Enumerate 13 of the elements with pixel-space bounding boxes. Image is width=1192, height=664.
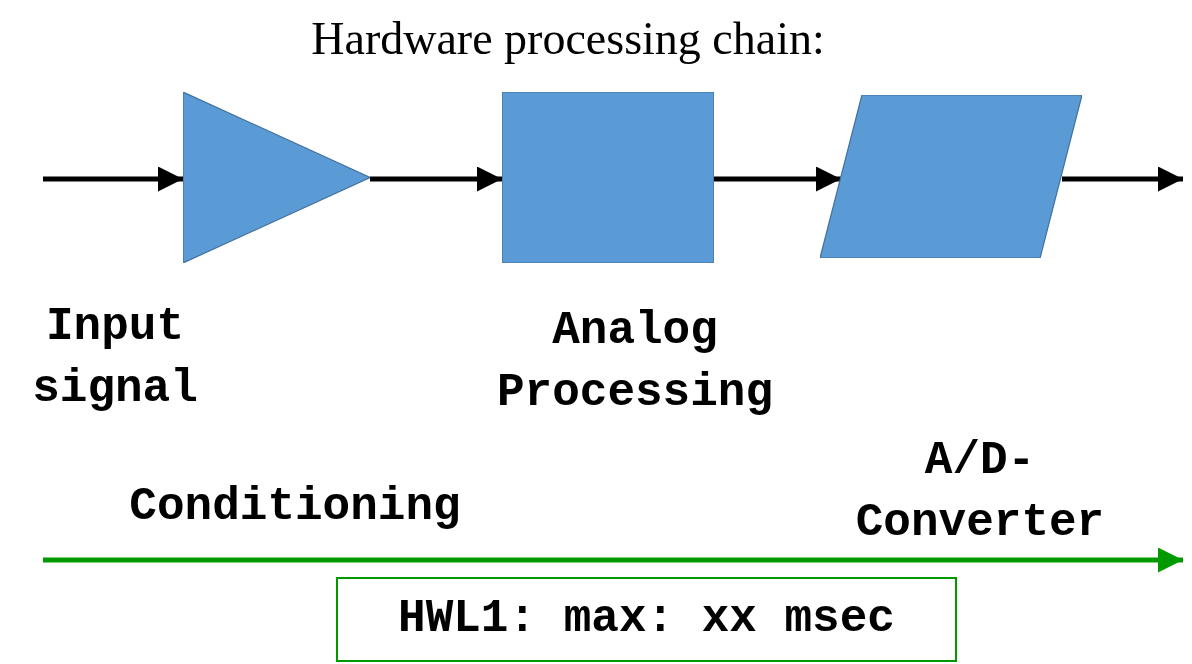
stage-label: Input signal: [31, 300, 199, 417]
arrow: [1062, 166, 1183, 192]
stage-label: A/D- Converter: [854, 434, 1106, 551]
arrow: [714, 166, 841, 192]
title: Hardware processing chain:: [310, 12, 826, 66]
arrow: [370, 166, 502, 192]
stage-label: Conditioning: [128, 480, 462, 535]
parallelogram-block: [820, 95, 1082, 258]
box-block: [502, 92, 714, 263]
triangle-block: [183, 92, 370, 263]
latency-box: HWL1: max: xx msec: [336, 577, 957, 662]
block-label: Analog Processing: [495, 304, 774, 421]
arrow: [43, 166, 183, 192]
